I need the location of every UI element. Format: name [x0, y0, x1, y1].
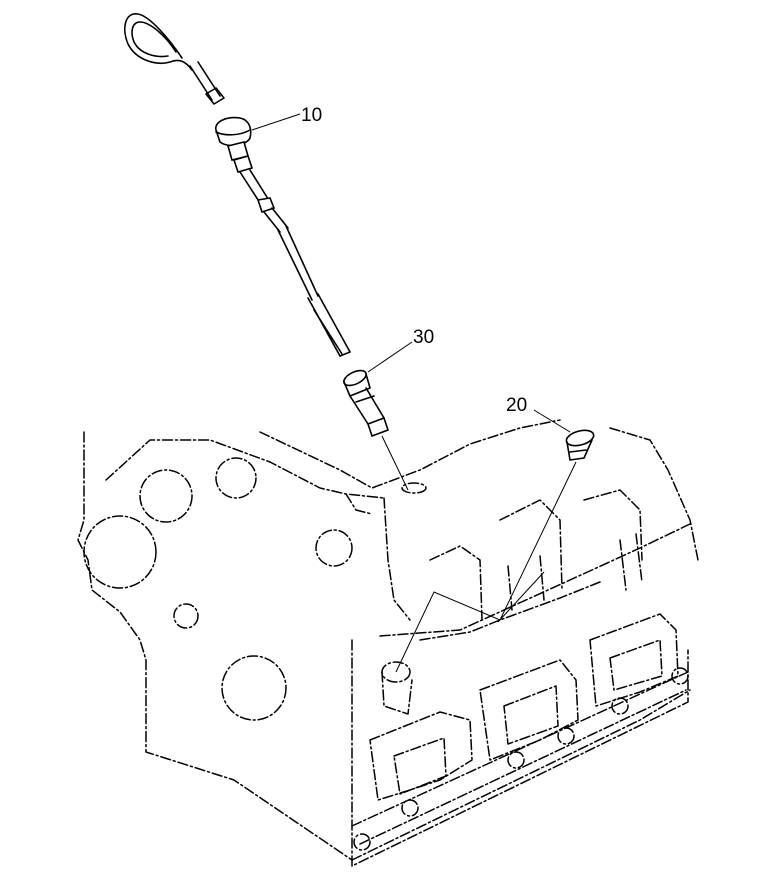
engine-block — [77, 419, 699, 867]
callout-20-leader — [533, 409, 571, 433]
assembly-line-plug-2 — [497, 571, 545, 623]
assembly-line-plug — [395, 461, 577, 673]
callout-20-label: 20 — [506, 395, 527, 416]
oil-dipstick — [124, 13, 351, 357]
callout-30-label: 30 — [413, 327, 434, 348]
callout-30-leader — [367, 341, 413, 373]
assembly-line-tube — [381, 435, 409, 491]
callout-10-leader — [251, 113, 301, 131]
dipstick-guide-tube — [343, 369, 390, 438]
callout-10-label: 10 — [301, 105, 322, 126]
blanking-plug — [565, 429, 595, 461]
